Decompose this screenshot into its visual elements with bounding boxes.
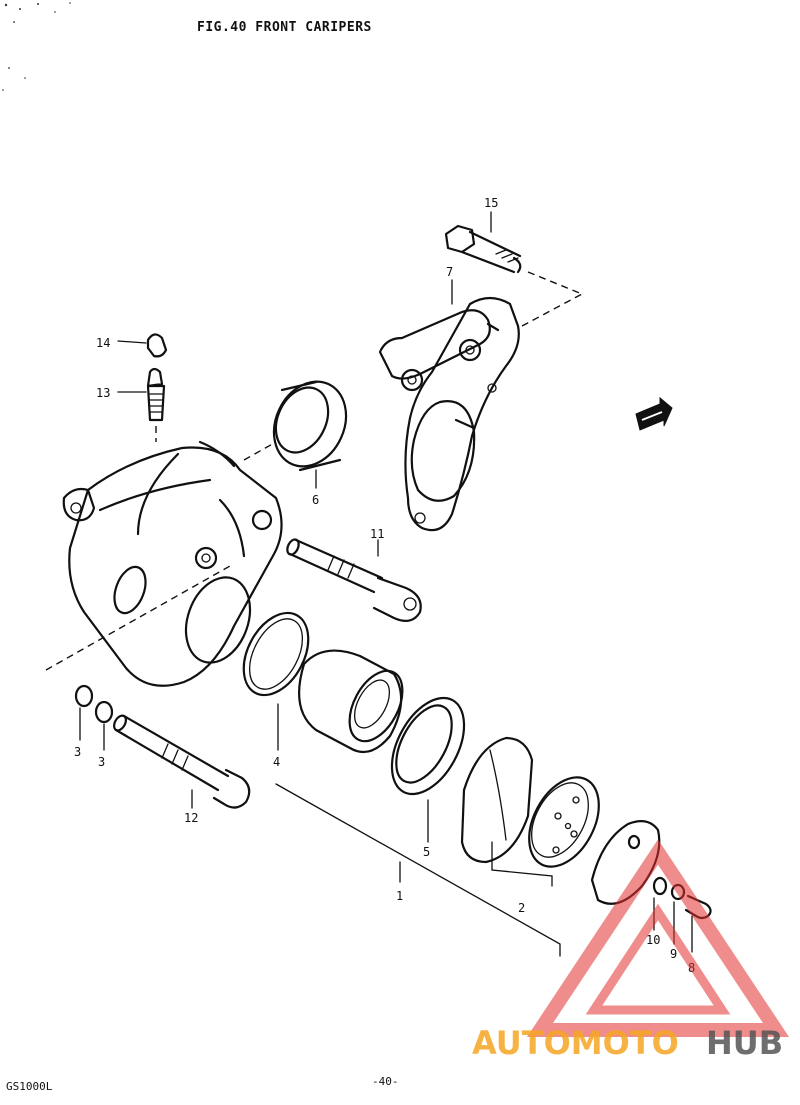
part-label-3a: 3 — [74, 745, 81, 759]
watermark-text-a: AUTOMOTO — [472, 1024, 679, 1062]
brake-pad-2 — [460, 736, 534, 864]
front-direction-arrow-icon — [635, 396, 673, 431]
piston — [298, 649, 404, 754]
footer-page-number: -40- — [372, 1075, 399, 1088]
part-label-15: 15 — [484, 196, 498, 210]
scan-noise — [2, 2, 71, 91]
part-label-1: 1 — [396, 889, 403, 903]
part-label-6: 6 — [312, 493, 319, 507]
pin-11 — [286, 538, 422, 623]
part-label-13: 13 — [96, 386, 110, 400]
part-label-14: 14 — [96, 336, 110, 350]
part-label-7: 7 — [446, 265, 453, 279]
bleeder-cap-14 — [146, 333, 168, 358]
o-ring-3b — [94, 700, 114, 724]
piston-seal-4 — [242, 611, 310, 697]
caliper-body — [62, 440, 283, 687]
part-label-5: 5 — [423, 845, 430, 859]
washer-10 — [652, 876, 668, 896]
bleeder-screw-13 — [146, 367, 166, 422]
part-label-10: 10 — [646, 933, 660, 947]
o-ring-3a — [74, 684, 94, 708]
watermark-triangle-icon — [526, 839, 790, 1037]
part-label-4: 4 — [273, 755, 280, 769]
caliper-holder-7 — [378, 296, 520, 532]
part-label-11: 11 — [370, 527, 384, 541]
part-label-3b: 3 — [98, 755, 105, 769]
watermark-logo — [526, 839, 790, 1037]
part-label-2: 2 — [518, 901, 525, 915]
part-label-12: 12 — [184, 811, 198, 825]
diagram-title: FIG.40 FRONT CARIPERS — [197, 20, 372, 35]
dust-seal-5 — [390, 696, 466, 796]
pin-12 — [113, 714, 251, 809]
part-label-9: 9 — [670, 947, 677, 961]
bolt-15 — [444, 224, 522, 274]
seal-6 — [272, 380, 348, 472]
footer-model: GS1000L — [6, 1080, 53, 1093]
pad-backing-plate — [528, 776, 600, 868]
watermark-text-b: HUB — [706, 1024, 783, 1062]
